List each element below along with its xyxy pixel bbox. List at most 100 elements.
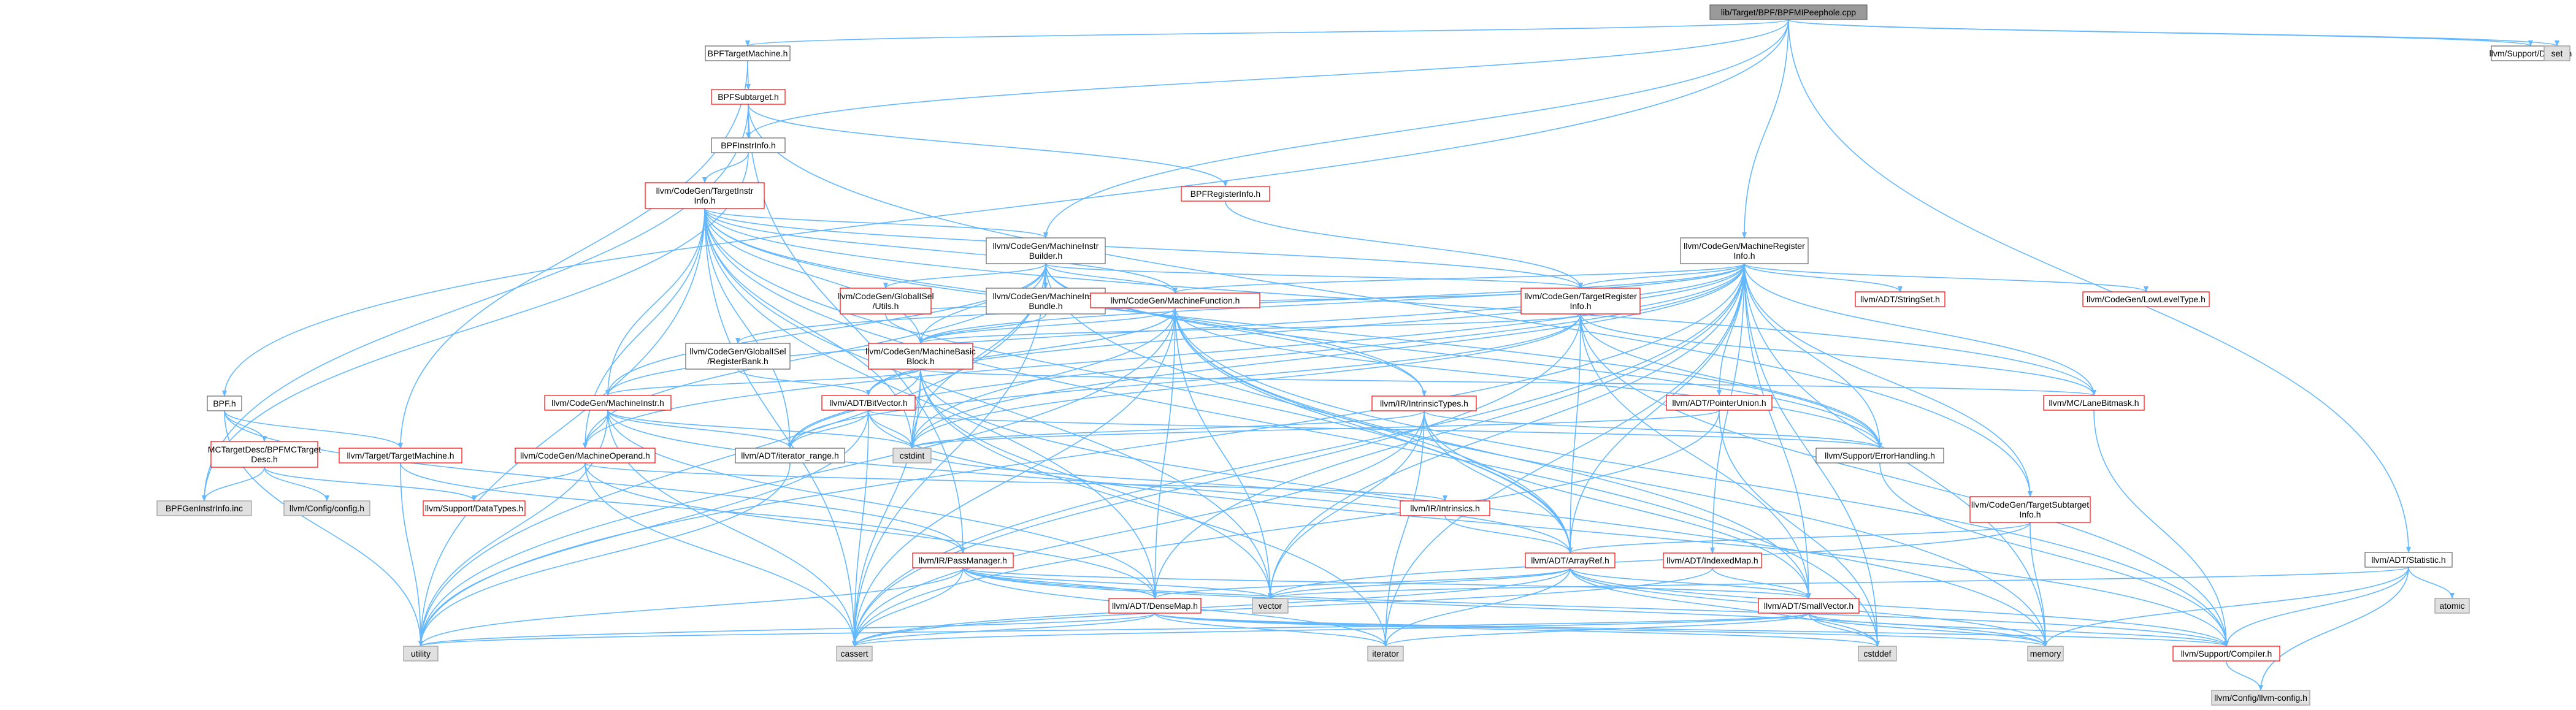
node-errh[interactable]: llvm/Support/ErrorHandling.h	[1815, 448, 1944, 464]
node-label: llvm/Support/ErrorHandling.h	[1825, 451, 1935, 460]
edge-tsi-to-vector	[1268, 522, 2031, 599]
node-root[interactable]: lib/Target/BPF/BPFMIPeephole.cpp	[1709, 4, 1868, 20]
node-label: BPFTargetMachine.h	[708, 48, 788, 58]
edge-intrtypes-to-cassert	[852, 410, 1425, 647]
node-datatypes[interactable]: llvm/Support/DataTypes.h	[423, 500, 526, 516]
edge-intrtypes-to-vector	[1268, 410, 1425, 599]
node-box	[403, 646, 439, 662]
edge-mri-to-mbb	[918, 263, 1745, 344]
edge-root-to-bpftm	[745, 19, 1789, 47]
node-bpfsub[interactable]: BPFSubtarget.h	[711, 89, 786, 105]
node-bpfh[interactable]: BPF.h	[207, 395, 242, 411]
edge-passmgr-to-smallvec	[962, 567, 1811, 599]
node-label: llvm/IR/PassManager.h	[919, 555, 1007, 565]
node-bpfinstr[interactable]: BPFInstrInfo.h	[711, 137, 786, 153]
node-densemap[interactable]: llvm/ADT/DenseMap.h	[1108, 598, 1202, 614]
node-idxmap[interactable]: llvm/ADT/IndexedMap.h	[1663, 552, 1762, 568]
node-llt[interactable]: llvm/CodeGen/LowLevelType.h	[2082, 291, 2210, 307]
node-ptrunion[interactable]: llvm/ADT/PointerUnion.h	[1666, 395, 1773, 411]
node-box	[711, 137, 786, 153]
node-box	[1858, 646, 1897, 662]
edge-mf-to-bitvec	[866, 307, 1176, 396]
edge-intrtypes-to-errh	[1424, 410, 1882, 449]
edge-mri-to-smallvec	[1744, 263, 1811, 599]
edge-bitvec-to-cassert	[852, 410, 869, 647]
node-passmgr[interactable]: llvm/IR/PassManager.h	[912, 552, 1014, 568]
node-bpfreg[interactable]: BPFRegisterInfo.h	[1181, 186, 1270, 202]
node-box	[339, 448, 462, 464]
node-label: utility	[411, 649, 431, 658]
node-label: memory	[2030, 649, 2061, 658]
node-label: llvm/IR/Intrinsics.h	[1410, 503, 1480, 513]
edge-iterrange-to-utility	[418, 462, 791, 647]
node-memory: memory	[2027, 646, 2064, 662]
node-intrinsics[interactable]: llvm/IR/Intrinsics.h	[1400, 500, 1490, 516]
node-strset[interactable]: llvm/ADT/StringSet.h	[1855, 291, 1945, 307]
node-box	[912, 552, 1014, 568]
edge-densemap-to-compiler	[1154, 613, 2229, 647]
node-box	[685, 343, 791, 370]
edge-mop-to-datatypes	[472, 462, 586, 502]
node-mf[interactable]: llvm/CodeGen/MachineFunction.h	[1090, 292, 1260, 308]
edge-tii-to-mi	[605, 208, 705, 396]
node-iterrange[interactable]: llvm/ADT/iterator_range.h	[735, 448, 845, 464]
edge-mri-to-mop	[583, 263, 1745, 449]
edge-mf-to-memory	[1175, 307, 2048, 647]
node-tm[interactable]: llvm/Target/TargetMachine.h	[339, 448, 462, 464]
node-intrtypes[interactable]: llvm/IR/IntrinsicTypes.h	[1371, 395, 1477, 411]
node-gisel[interactable]: llvm/CodeGen/GlobalISel/Utils.h	[837, 288, 934, 315]
edge-mf-to-mbb	[918, 307, 1176, 344]
node-vector: vector	[1252, 598, 1289, 614]
node-label: llvm/CodeGen/GlobalISel/RegisterBank.h	[689, 346, 786, 366]
edge-mi-to-cstdint	[607, 410, 914, 449]
node-label: llvm/CodeGen/MachineOperand.h	[520, 451, 650, 460]
edge-mri-to-tri	[1578, 263, 1745, 289]
edge-tri-to-cassert	[852, 313, 1581, 647]
edge-mop-to-intrinsics	[585, 462, 1447, 502]
edge-tri-to-compiler	[1580, 313, 2229, 647]
node-box	[1680, 237, 1809, 264]
edge-tm-to-utility	[400, 462, 423, 647]
node-label: llvm/ADT/Statistic.h	[2371, 555, 2445, 565]
edge-mib-to-utility	[418, 263, 1046, 647]
node-label: llvm/Support/DataTypes.h	[425, 503, 523, 513]
node-label: llvm/Support/Compiler.h	[2181, 649, 2272, 658]
node-box	[2211, 690, 2310, 706]
node-mi[interactable]: llvm/CodeGen/MachineInstr.h	[544, 395, 672, 411]
node-mop[interactable]: llvm/CodeGen/MachineOperand.h	[515, 448, 656, 464]
edge-mri-to-llt	[1744, 263, 2149, 292]
edge-bpfh-to-mcdesc	[224, 410, 267, 442]
edge-intrtypes-to-arrayref	[1424, 410, 1573, 554]
edge-mri-to-errh	[1744, 263, 1882, 449]
node-rbank[interactable]: llvm/CodeGen/GlobalISel/RegisterBank.h	[685, 343, 791, 370]
node-box	[1400, 500, 1490, 516]
edge-mcdesc-to-config	[264, 467, 329, 502]
node-compiler[interactable]: llvm/Support/Compiler.h	[2172, 646, 2280, 662]
node-label: set	[2551, 48, 2563, 58]
edge-tii-to-mbb	[704, 208, 923, 344]
node-statistic[interactable]: llvm/ADT/Statistic.h	[2364, 552, 2453, 568]
edge-mbb-to-cstdint	[910, 368, 921, 449]
node-box	[1663, 552, 1762, 568]
node-bitvec[interactable]: llvm/ADT/BitVector.h	[821, 395, 916, 411]
edge-mri-to-lanebit	[1744, 263, 2096, 396]
edge-tm-to-passmgr	[400, 462, 965, 554]
node-arrayref[interactable]: llvm/ADT/ArrayRef.h	[1525, 552, 1616, 568]
edge-mib-to-tri	[1045, 263, 1583, 289]
edge-lanebit-to-compiler	[2093, 410, 2229, 647]
node-lanebit[interactable]: llvm/MC/LaneBitmask.h	[2043, 395, 2145, 411]
edge-tii-to-lanebit	[704, 208, 2096, 396]
node-box	[544, 395, 672, 411]
edge-mbb-to-iterator	[920, 368, 1388, 647]
node-smallvec[interactable]: llvm/ADT/SmallVector.h	[1758, 598, 1860, 614]
node-bpftm[interactable]: BPFTargetMachine.h	[705, 45, 791, 61]
